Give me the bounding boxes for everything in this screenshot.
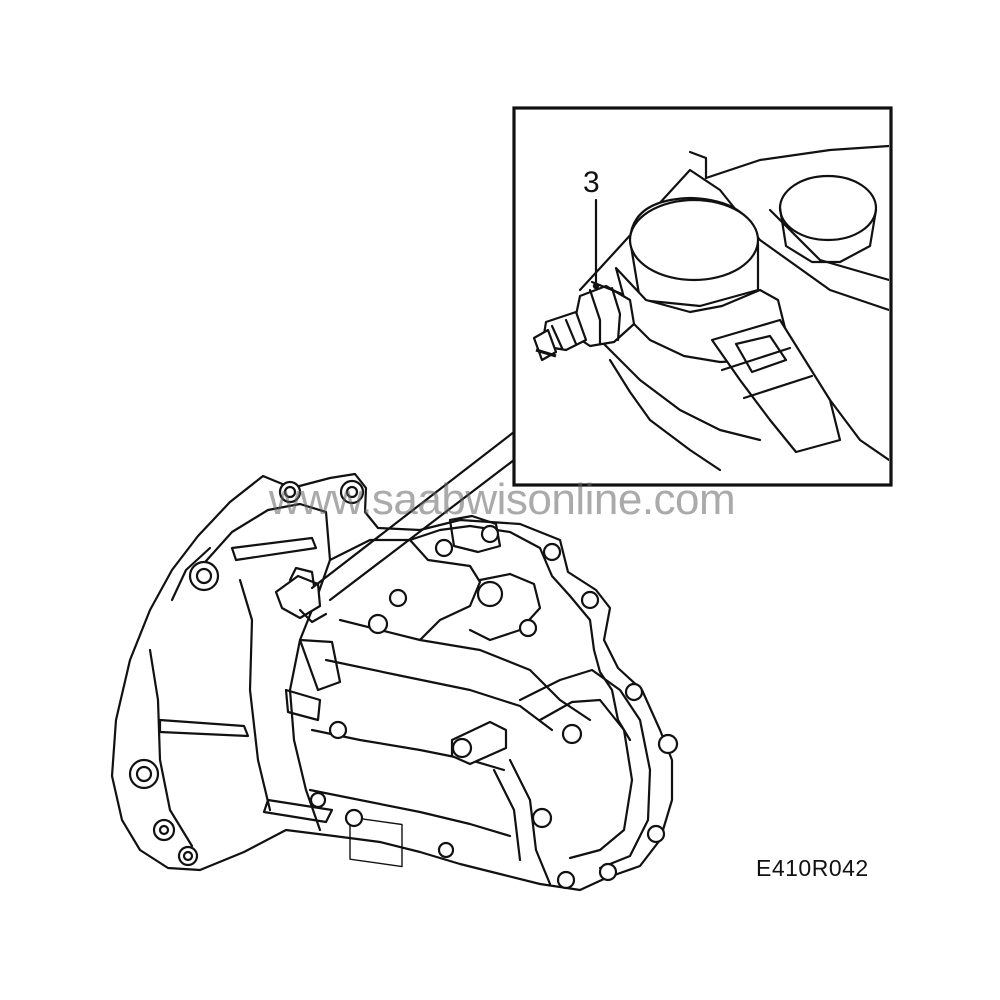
callout-number: 3 — [583, 166, 600, 199]
switch-on-housing — [274, 566, 328, 624]
figure-code: E410R042 — [756, 855, 869, 881]
bolt-heads — [309, 538, 679, 890]
watermark: www.saabwisonline.com — [268, 475, 736, 524]
grille-pattern — [349, 816, 403, 868]
